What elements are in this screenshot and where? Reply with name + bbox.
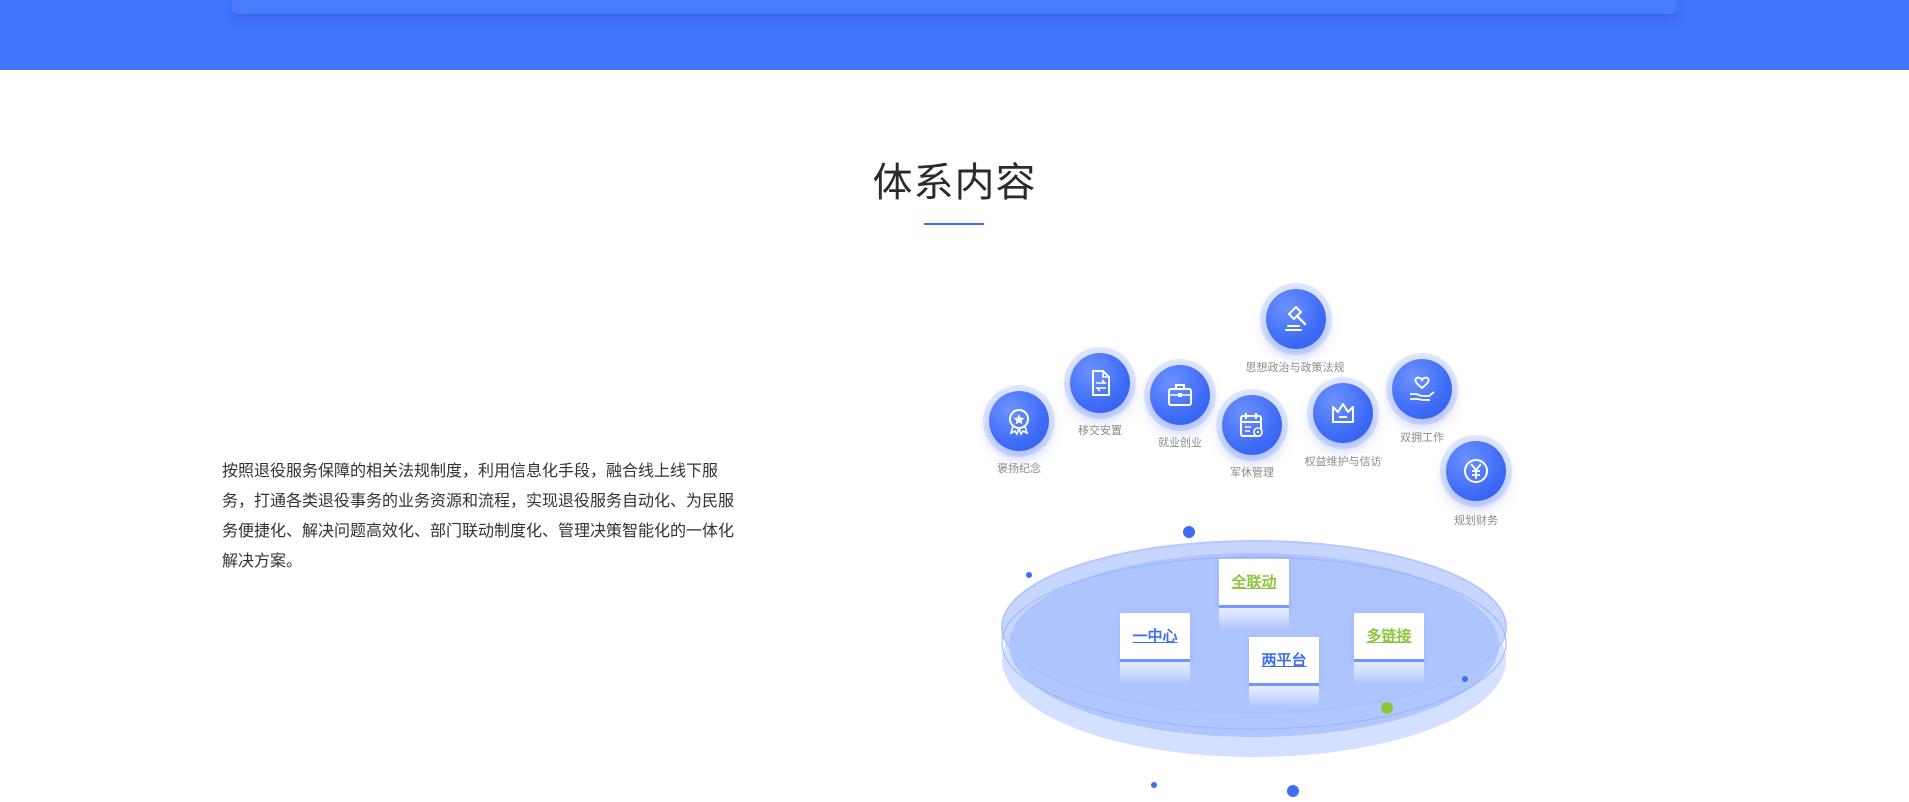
card-two-platforms: 两平台 — [1249, 637, 1319, 686]
briefcase-icon — [1168, 384, 1192, 406]
node-mutual-support[interactable] — [1392, 359, 1452, 419]
node-label: 规划财务 — [1454, 514, 1498, 527]
card-reflection — [1120, 662, 1190, 684]
calendar-gear-icon — [1240, 413, 1263, 437]
top-banner-card — [232, 0, 1676, 14]
node-label: 移交安置 — [1078, 424, 1122, 437]
section-title: 体系内容 — [872, 160, 1037, 206]
system-diagram: 褒扬纪念 移交安置 就业创业 军休管理 — [960, 275, 1540, 802]
node-label: 权益维护与信访 — [1304, 455, 1382, 468]
card-reflection — [1249, 686, 1319, 708]
node-transfer-placement[interactable] — [1070, 353, 1130, 413]
card-multi-links: 多链接 — [1354, 613, 1424, 662]
node-rights-petition[interactable] — [1313, 383, 1373, 443]
platform-ellipse-graphic — [1001, 385, 1507, 797]
crown-icon — [1332, 403, 1354, 423]
node-label: 褒扬纪念 — [997, 462, 1041, 475]
node-label: 双拥工作 — [1400, 431, 1444, 444]
node-ideology-policy[interactable] — [1266, 289, 1326, 349]
gavel-icon — [1285, 306, 1307, 331]
transfer-document-icon — [1092, 370, 1110, 396]
card-reflection — [1219, 608, 1289, 630]
yuan-coin-icon — [1464, 459, 1488, 483]
section-description: 按照退役服务保障的相关法规制度，利用信息化手段，融合线上线下服务，打通各类退役事… — [222, 461, 735, 570]
title-underline — [924, 223, 984, 225]
card-one-center: 一中心 — [1120, 613, 1190, 662]
node-label: 思想政治与政策法规 — [1245, 361, 1345, 374]
node-planning-finance[interactable] — [1446, 441, 1506, 501]
heart-hand-icon — [1410, 376, 1435, 401]
node-commemoration[interactable] — [989, 391, 1049, 451]
node-label: 就业创业 — [1158, 436, 1202, 449]
card-full-linkage: 全联动 — [1219, 559, 1289, 608]
node-employment[interactable] — [1150, 365, 1210, 425]
node-label: 军休管理 — [1230, 466, 1274, 479]
top-banner — [0, 0, 1909, 70]
node-retired-cadre-management[interactable] — [1222, 395, 1282, 455]
card-reflection — [1354, 662, 1424, 684]
medal-icon — [1009, 409, 1029, 436]
